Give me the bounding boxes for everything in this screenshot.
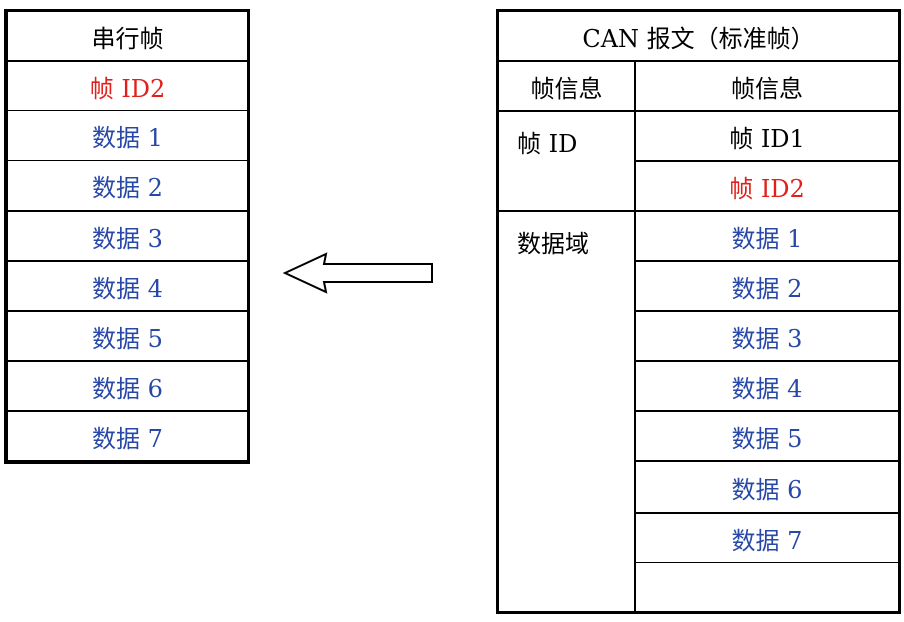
can-data-row-1: 数据 1 bbox=[731, 224, 803, 253]
can-column-divider bbox=[634, 62, 636, 612]
can-id-row-2: 帧 ID2 bbox=[729, 174, 805, 203]
serial-frame-title: 串行帧 bbox=[91, 24, 164, 53]
row-divider bbox=[634, 410, 901, 412]
row-divider bbox=[634, 360, 901, 362]
can-title-divider bbox=[496, 60, 901, 62]
can-frame-bottom-border bbox=[496, 611, 901, 614]
row-divider bbox=[634, 512, 901, 514]
row-divider bbox=[4, 210, 250, 212]
can-frame-title: CAN 报文（标准帧） bbox=[582, 24, 815, 53]
serial-row-data-2: 数据 2 bbox=[92, 174, 163, 202]
row-divider bbox=[4, 110, 250, 111]
row-divider bbox=[634, 562, 901, 563]
can-group-frame-id: 帧 ID bbox=[517, 130, 578, 158]
can-data-row-4: 数据 4 bbox=[731, 374, 803, 403]
can-id-row-1: 帧 ID1 bbox=[729, 124, 805, 153]
row-divider bbox=[634, 160, 901, 162]
can-data-row-3: 数据 3 bbox=[731, 324, 803, 353]
serial-row-data-6: 数据 6 bbox=[92, 374, 163, 403]
left-arrow-icon bbox=[282, 252, 433, 294]
can-data-row-7: 数据 7 bbox=[731, 526, 803, 555]
can-data-row-2: 数据 2 bbox=[731, 274, 803, 303]
serial-frame-right-border bbox=[247, 9, 250, 463]
serial-frame-left-border bbox=[4, 9, 8, 463]
row-divider bbox=[4, 360, 250, 362]
row-divider bbox=[4, 410, 250, 412]
can-header-left: 帧信息 bbox=[530, 74, 603, 103]
can-frame-top-border bbox=[496, 9, 901, 12]
serial-row-data-4: 数据 4 bbox=[92, 274, 163, 303]
can-frame-left-border bbox=[496, 9, 499, 614]
serial-row-data-3: 数据 3 bbox=[92, 224, 163, 253]
can-header-divider bbox=[496, 110, 901, 112]
can-data-row-6: 数据 6 bbox=[731, 475, 803, 504]
row-divider bbox=[4, 310, 250, 312]
row-divider bbox=[634, 310, 901, 312]
can-data-row-5: 数据 5 bbox=[731, 424, 803, 453]
row-divider bbox=[634, 460, 901, 462]
can-group-data: 数据域 bbox=[517, 230, 589, 258]
serial-frame-bottom-border bbox=[4, 460, 250, 464]
serial-row-data-5: 数据 5 bbox=[92, 324, 163, 353]
serial-row-data-7: 数据 7 bbox=[92, 424, 163, 453]
can-header-right: 帧信息 bbox=[731, 74, 803, 103]
row-divider bbox=[4, 160, 250, 161]
can-data-row-empty bbox=[636, 563, 898, 611]
serial-row-data-1: 数据 1 bbox=[92, 124, 163, 152]
serial-row-frame-id2: 帧 ID2 bbox=[89, 74, 166, 103]
row-divider bbox=[634, 260, 901, 262]
serial-frame-top-border bbox=[4, 9, 250, 12]
row-divider bbox=[4, 60, 250, 62]
can-group-divider bbox=[496, 210, 901, 212]
row-divider bbox=[4, 260, 250, 262]
